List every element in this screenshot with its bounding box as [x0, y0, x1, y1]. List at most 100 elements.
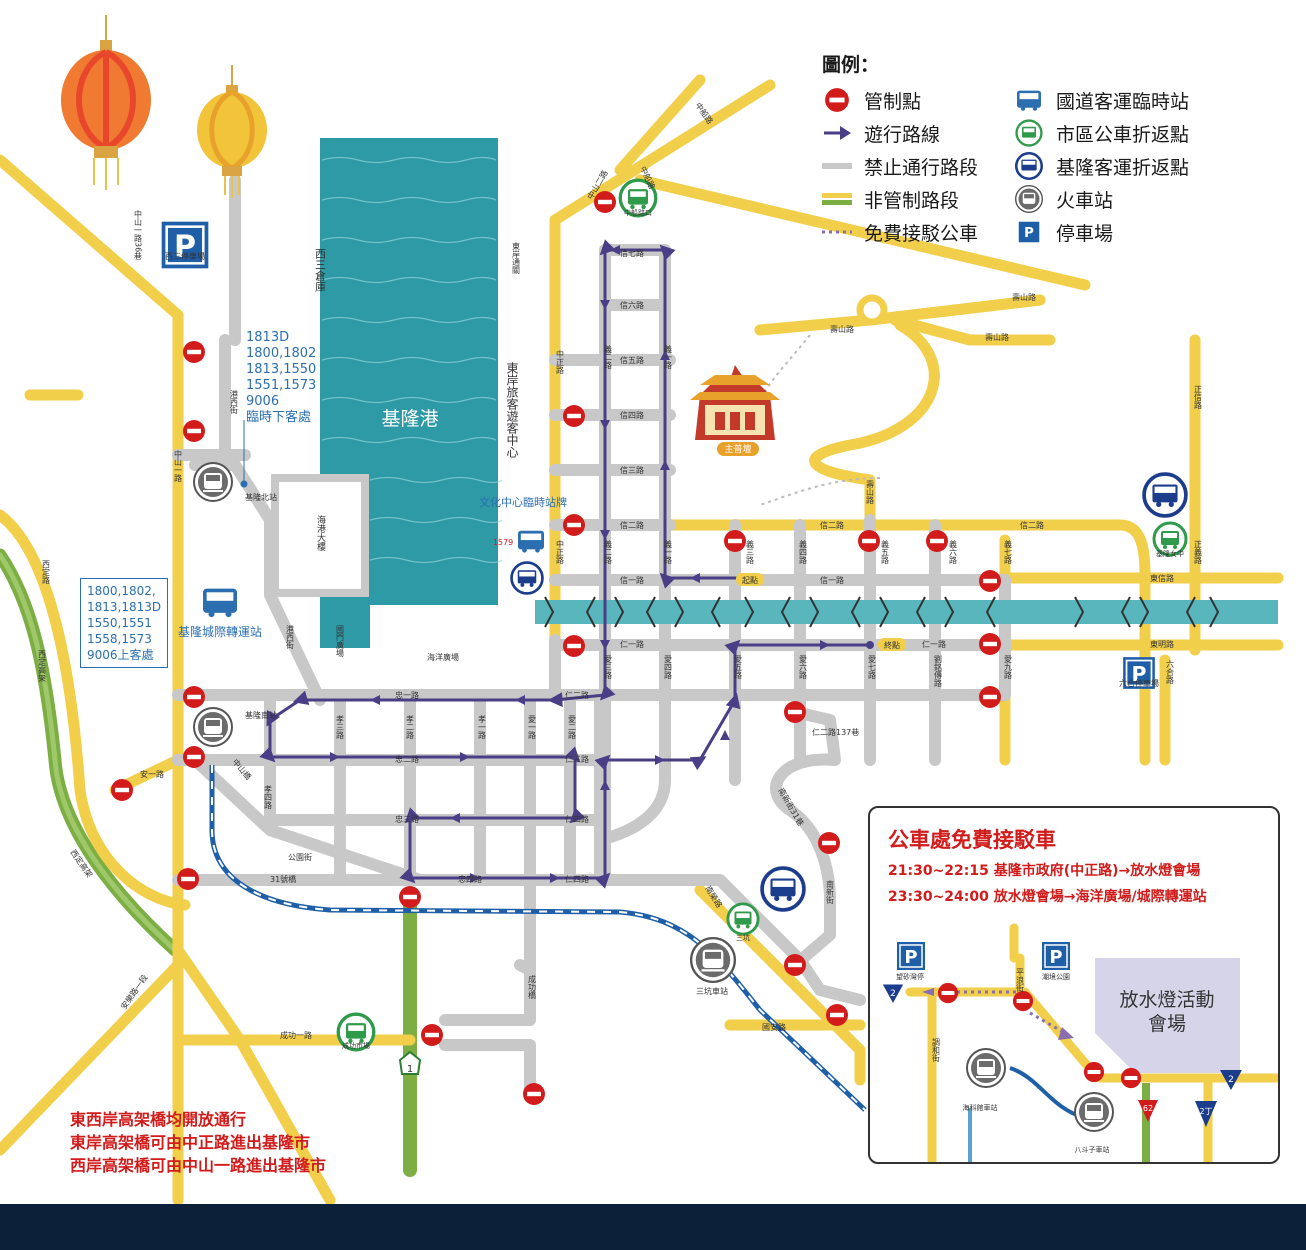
inset-parking-right: 潮境公園: [1042, 972, 1070, 981]
bus-navy-circle-icon: [1014, 152, 1044, 180]
route-end-dot: [866, 641, 874, 649]
road-xiaoyi: 孝一路: [478, 715, 487, 739]
stop-line: 臨時下客處: [246, 410, 312, 425]
road-xinyi-b: 信一路: [820, 575, 844, 585]
road-yiqi: 義七路: [1004, 539, 1013, 564]
road-xiding: 西定路: [42, 560, 51, 584]
parking-liuhe-label: 六合停車場: [1119, 678, 1159, 688]
inset-line-2: 23:30~24:00 放水燈會場→海洋廣場/城際轉運站: [888, 889, 1207, 905]
lantern-decoration: [61, 15, 267, 198]
inset-venue: 放水燈活動會場: [1119, 989, 1215, 1035]
culture-center-label: 文化中心臨時站牌: [479, 495, 567, 509]
stop-line: 1550,1551: [87, 616, 152, 630]
legend-label: 火車站: [1056, 189, 1114, 212]
road-xiner-b: 信二路: [820, 520, 844, 530]
stop-line: 1558,1573: [87, 632, 152, 646]
road-xiaosan: 孝三路: [336, 715, 345, 739]
stop-line: 1813,1550: [246, 362, 317, 377]
road-liuhe: 六合路: [1166, 659, 1175, 684]
access-notes: 東西岸高架橋均開放通行 東岸高架橋可由中正路進出基隆市 西岸高架橋可由中山一路進…: [70, 1108, 326, 1177]
road-aijiu: 愛九路: [1004, 654, 1013, 679]
road-yiyi: 義一路: [664, 344, 673, 369]
road-rener: 仁二路: [565, 690, 589, 700]
road-zhongzheng-b: 中正路: [556, 539, 565, 564]
footer-bar: [0, 1204, 1306, 1250]
note-line: 東岸高架橋可由中正路進出基隆市: [70, 1133, 311, 1152]
ocean-building-label: 海港大樓: [315, 514, 326, 552]
legend: 圖例： 管制點 遊行路線 禁止通行路段 非管制路段 免費接駁公車 國道客運臨時站…: [818, 48, 1238, 258]
road-yisan: 義三路: [746, 539, 755, 564]
inset-shield-2c: 2丁: [1199, 1107, 1212, 1116]
stop-line: 9006: [246, 394, 280, 409]
legend-label: 停車場: [1056, 222, 1114, 245]
west-warehouse-label: 西三倉庫: [314, 248, 327, 293]
road-ailiu: 愛六路: [799, 654, 808, 679]
road-nanxin: 南新街: [826, 879, 835, 905]
road-zhonger: 忠二路: [395, 754, 419, 764]
road-zhongshan1-36: 中山一路36巷: [134, 209, 143, 260]
road-chenggong1: 成功一路: [280, 1030, 312, 1040]
road-shoushan-c: 壽山路: [985, 332, 1009, 342]
train-icon: [1014, 185, 1044, 213]
road-gongyuan: 公園街: [288, 852, 312, 862]
legend-item-bus-city: 市區公車折返點: [1014, 119, 1189, 147]
legend-label: 國道客運臨時站: [1056, 90, 1190, 113]
road-xinyi: 信一路: [620, 575, 644, 585]
parade-route-arrow-icon: [822, 121, 852, 145]
legend-label: 管制點: [864, 90, 922, 113]
legend-item-bus-keelung: 基隆客運折返點: [1014, 152, 1189, 180]
shuttle-lines: [759, 334, 881, 506]
inset-map: 望砂灣停 潮境公園 海科館車站 八斗子車站 2 2 2丁 62 平浪街 調和街: [881, 923, 1278, 1162]
stop-line: 9006上客處: [87, 648, 154, 662]
stop-line: 1551,1573: [246, 378, 317, 393]
temple-illustration: [690, 365, 780, 456]
route-arrows: [330, 245, 830, 883]
bus-green-circle-icon: [1014, 119, 1044, 147]
inset-station-badouzi: 八斗子車站: [1075, 1145, 1110, 1154]
inset-shield-2b: 2: [1228, 1075, 1234, 1085]
road-shoushan-b: 壽山路: [1012, 292, 1036, 302]
road-gangxi-b: 港西街: [286, 624, 295, 650]
road-bridge31: 31號橋: [270, 874, 296, 884]
vertical-road-labels: 中山一路36巷 中山一路 港西街 港西街 中正路 中正路 孝四路 孝三路 孝二路…: [38, 209, 1203, 1000]
legend-label: 基隆客運折返點: [1056, 156, 1190, 179]
inset-title: 公車處免費接駁車: [888, 828, 1056, 852]
road-aisan: 愛三路: [604, 654, 613, 679]
harbor-label: 基隆港: [381, 408, 438, 430]
road-dongming: 東明路: [1150, 639, 1174, 649]
road-xinliu: 信六路: [620, 300, 644, 310]
legend-item-open: 非管制路段: [822, 185, 959, 213]
road-zhengxin: 正信路: [1194, 385, 1203, 409]
road-renyi: 仁一路: [620, 639, 644, 649]
road-xinsi: 信四路: [620, 410, 644, 420]
inset-shield-2a: 2: [890, 989, 896, 999]
end-label: 終點: [884, 640, 900, 650]
legend-label: 市區公車折返點: [1056, 123, 1190, 146]
road-zhongshan1: 中山一路: [174, 449, 183, 482]
road-anyi: 安一路: [140, 769, 164, 779]
svg-text:P: P: [1024, 226, 1034, 241]
chenggong-market-stop-label: 成功市場: [342, 1041, 370, 1050]
road-rensi: 仁四路: [565, 814, 589, 824]
roundabout: [856, 294, 888, 326]
road-xiding-elev: 西定高架: [38, 650, 47, 683]
road-yiliu: 義六路: [949, 539, 958, 564]
road-donxin: 東信路: [1150, 573, 1174, 583]
road-guoan: 國安路: [762, 1022, 786, 1032]
legend-item-route: 遊行路線: [822, 119, 940, 147]
road-aiwu: 愛五路: [734, 654, 743, 679]
road-yier-b: 義二路: [604, 539, 613, 564]
road-aier: 愛二路: [568, 714, 577, 739]
road-yiyi-b: 義一路: [664, 539, 673, 564]
parking-west3-label: 西三停車場: [165, 251, 205, 261]
road-yisi: 義四路: [799, 539, 808, 564]
parking-icon: P: [1014, 220, 1044, 244]
sankeng-stop-label: 三坑: [736, 933, 750, 942]
transfer-board-list: 1800,1802, 1813,1813D 1550,1551 1558,157…: [80, 578, 168, 668]
inset-road-diaohe: 調和街: [932, 1037, 941, 1063]
legend-title: 圖例：: [822, 54, 880, 76]
keelung-girls-stop-label: 基隆女中: [1156, 549, 1184, 558]
road-rensi-b: 仁四路: [565, 874, 589, 884]
legend-item-shuttle: 免費接駁公車: [822, 218, 978, 246]
